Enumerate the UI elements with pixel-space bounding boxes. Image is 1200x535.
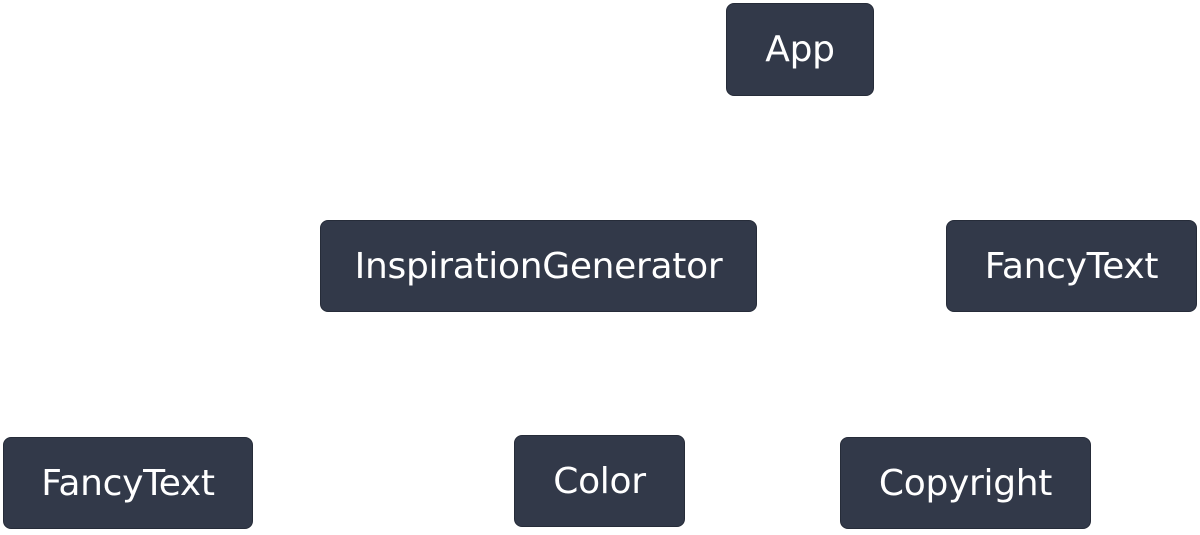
node-inspiration-generator: InspirationGenerator — [320, 220, 757, 312]
node-color: Color — [514, 435, 685, 527]
node-fancy-text-left: FancyText — [3, 437, 253, 529]
node-fancy-text-right: FancyText — [946, 220, 1197, 312]
node-app: App — [726, 3, 874, 96]
node-copyright: Copyright — [840, 437, 1091, 529]
